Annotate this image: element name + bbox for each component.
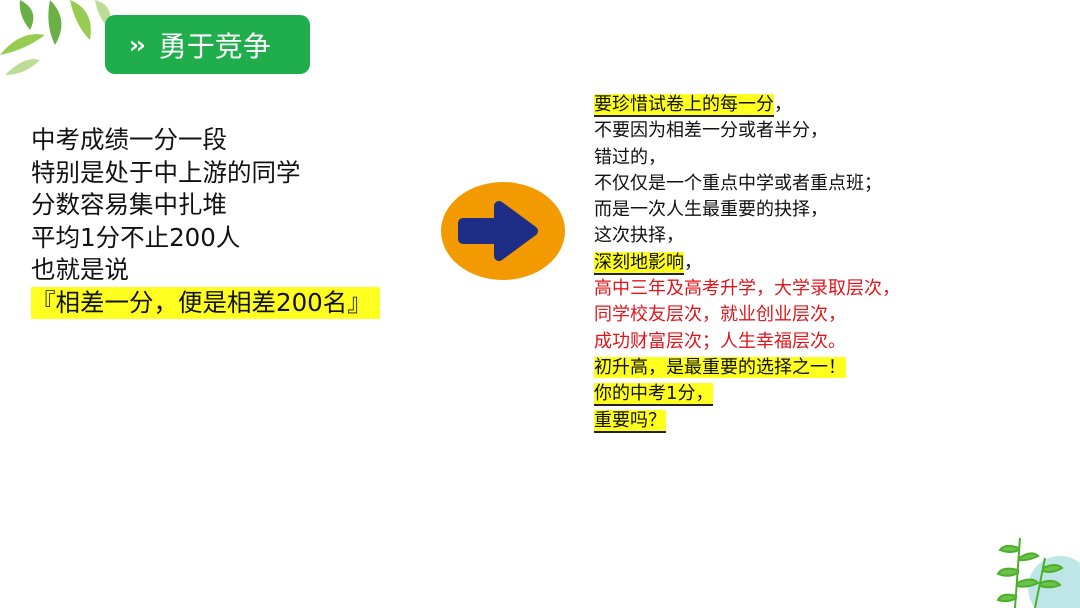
left-text-block: 中考成绩一分一段 特别是处于中上游的同学 分数容易集中扎堆 平均1分不止200人…	[31, 124, 380, 319]
section-title-badge: ›› 勇于竞争	[105, 15, 310, 74]
right-line-highlight: 你的中考1分，	[594, 383, 714, 407]
right-line-highlight: 初升高，是最重要的选择之一！	[594, 356, 846, 378]
left-line: 也就是说	[31, 255, 129, 284]
right-line: 不仅仅是一个重点中学或者重点班；	[594, 172, 882, 194]
right-line-punct: ，	[684, 251, 702, 273]
right-line: 不要因为相差一分或者半分，	[594, 120, 828, 142]
section-title: 勇于竞争	[158, 29, 271, 63]
right-line: 这次抉择，	[594, 225, 684, 247]
right-line-emphasis: 高中三年及高考升学，大学录取层次，	[594, 278, 900, 300]
leaf-decoration-bottom-right	[996, 537, 1080, 608]
right-text-block: 要珍惜试卷上的每一分， 不要因为相差一分或者半分， 错过的， 不仅仅是一个重点中…	[594, 92, 900, 434]
right-line-highlight: 重要吗？	[594, 409, 666, 433]
right-line-emphasis: 同学校友层次，就业创业层次，	[594, 304, 846, 326]
right-line-highlight: 要珍惜试卷上的每一分	[594, 94, 774, 117]
left-highlight-quote: 『相差一分，便是相差200名』	[31, 286, 380, 319]
right-line: 而是一次人生最重要的抉择，	[594, 199, 828, 221]
left-line: 分数容易集中扎堆	[31, 190, 227, 219]
left-line: 中考成绩一分一段	[31, 125, 227, 154]
right-line-punct: ，	[774, 94, 792, 115]
left-line: 平均1分不止200人	[31, 222, 241, 252]
right-line-emphasis: 成功财富层次；人生幸福层次。	[594, 330, 846, 352]
left-line: 特别是处于中上游的同学	[31, 157, 301, 187]
right-line: 错过的，	[594, 146, 666, 168]
right-line-highlight: 深刻地影响	[594, 251, 684, 275]
right-arrow-icon	[441, 182, 565, 280]
leaf-decoration-top-left	[0, 0, 111, 75]
chevron-right-icon: ››	[129, 30, 146, 59]
